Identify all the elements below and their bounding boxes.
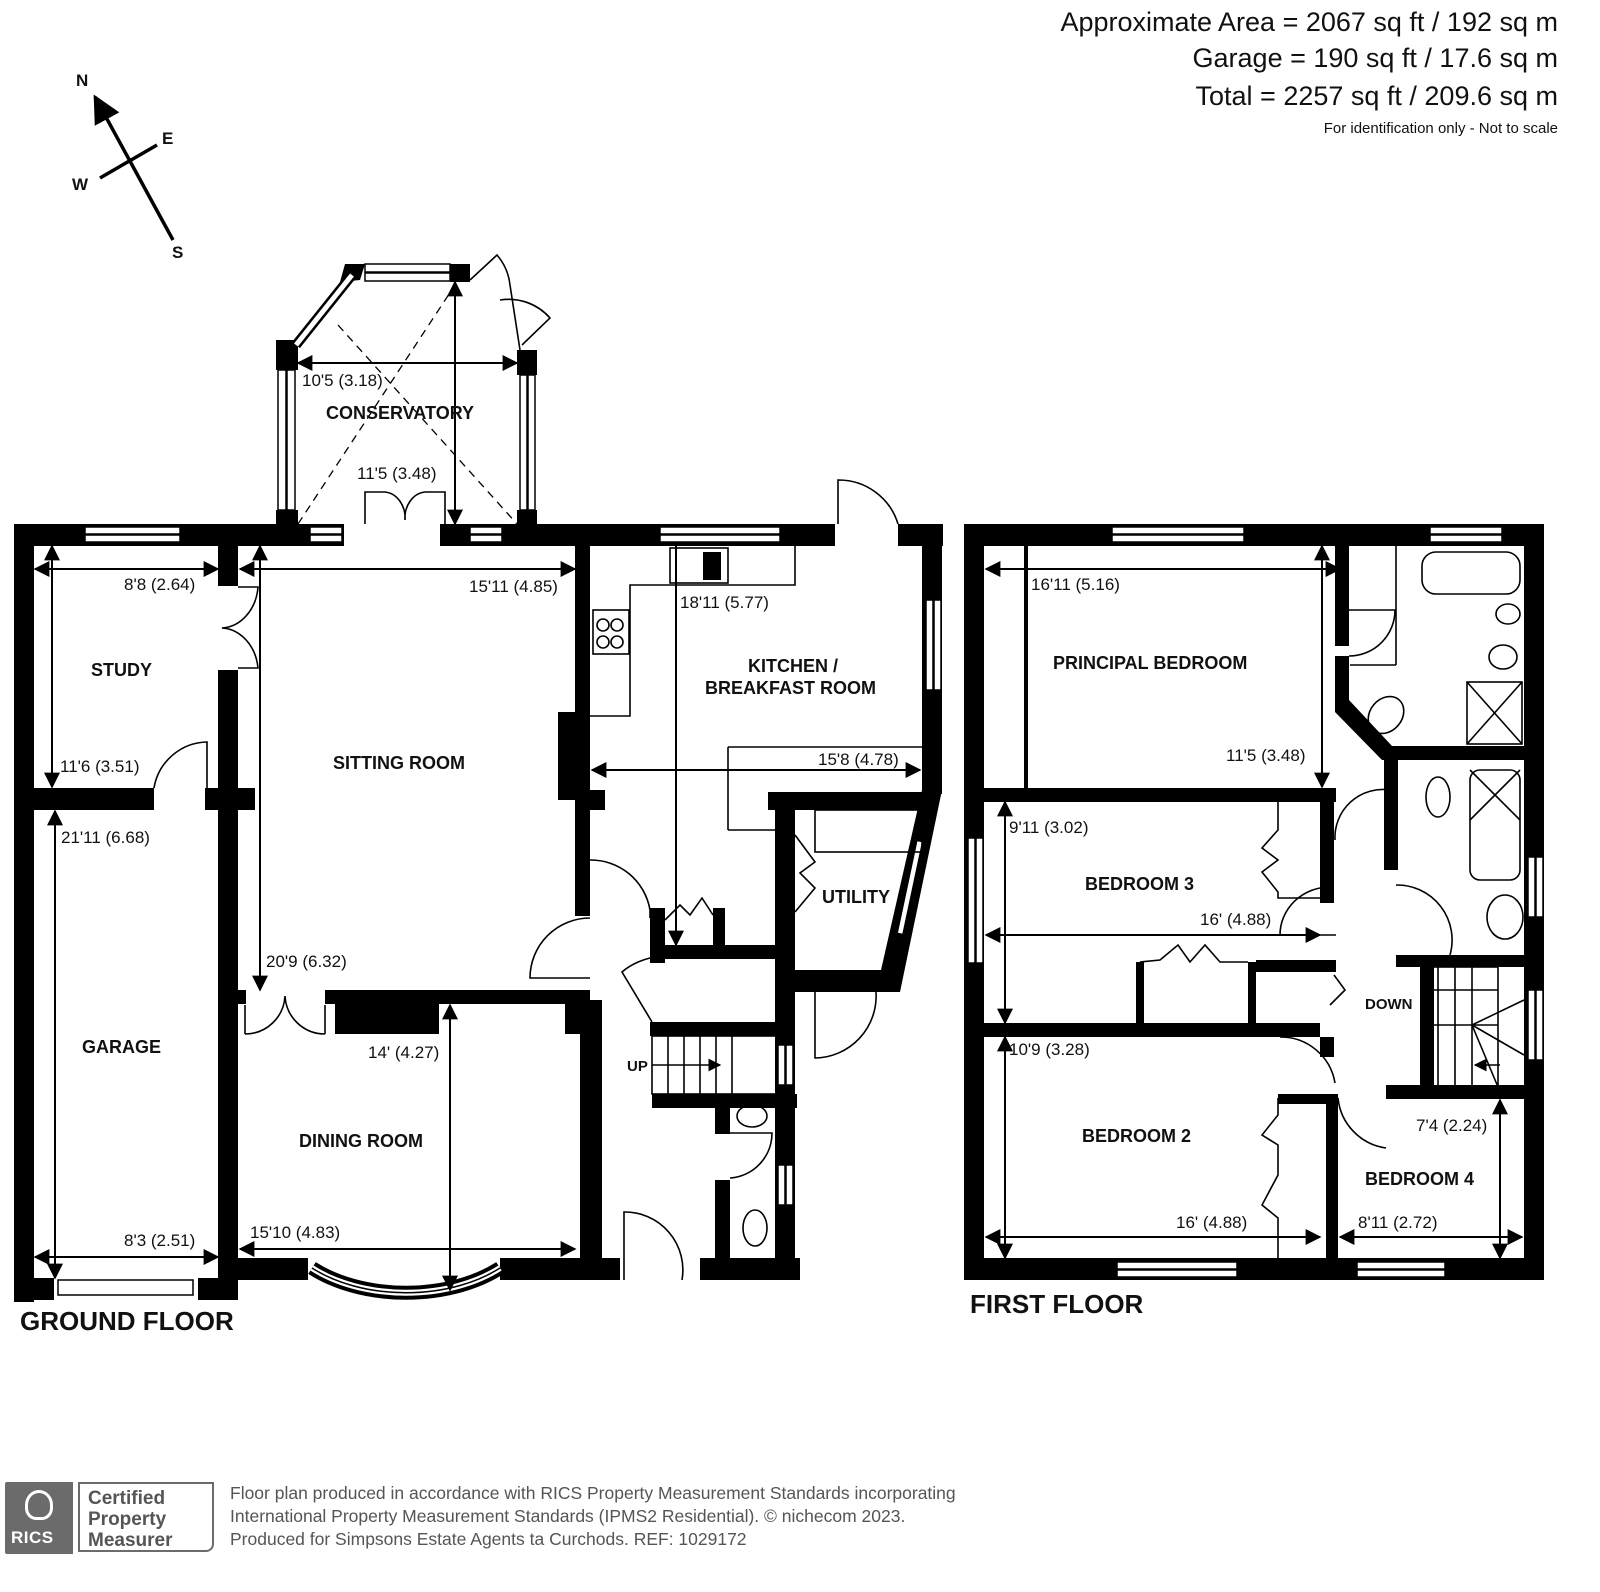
utility-label: UTILITY [822, 887, 890, 907]
garage-width: 8'3 (2.51) [124, 1231, 195, 1250]
cert-line1: Certified [88, 1488, 166, 1509]
stairs-down-label: DOWN [1365, 996, 1413, 1013]
area-summary: Approximate Area = 2067 sq ft / 192 sq m… [1060, 4, 1558, 137]
sitting-room-length: 20'9 (6.32) [266, 952, 347, 971]
first-floor-staircase [1421, 966, 1525, 1088]
ground-floor-plan: CONSERVATORY 10'5 (3.18) 11'5 (3.48) STU… [14, 253, 943, 1336]
kitchen-label-line2: BREAKFAST ROOM [705, 678, 876, 698]
stairs-up-label: UP [627, 1058, 648, 1075]
garage-area: Garage = 190 sq ft / 17.6 sq m [1192, 43, 1558, 73]
certified-property-measurer-badge: Certified Property Measurer [78, 1482, 214, 1552]
bedroom2-label: BEDROOM 2 [1082, 1126, 1191, 1146]
study-length: 11'6 (3.51) [60, 757, 139, 776]
footer-disclaimer: Floor plan produced in accordance with R… [230, 1482, 956, 1551]
principal-bedroom-label: PRINCIPAL BEDROOM [1053, 653, 1247, 673]
garage-label: GARAGE [82, 1037, 161, 1057]
footer-line1: Floor plan produced in accordance with R… [230, 1483, 956, 1503]
compass-rose-icon: N E W S [72, 71, 183, 262]
approximate-area: Approximate Area = 2067 sq ft / 192 sq m [1060, 7, 1558, 37]
bedroom4-length: 7'4 (2.24) [1416, 1116, 1487, 1135]
kitchen-width: 15'8 (4.78) [818, 750, 899, 769]
rics-logo: RICS [5, 1482, 73, 1554]
study-label: STUDY [91, 660, 152, 680]
footer: RICS Certified Property Measurer Floor p… [5, 1482, 956, 1554]
cert-line2: Property [88, 1509, 167, 1530]
total-area: Total = 2257 sq ft / 209.6 sq m [1195, 81, 1558, 111]
bedroom4-width: 8'11 (2.72) [1358, 1213, 1437, 1232]
dining-room-length: 14' (4.27) [368, 1043, 439, 1062]
scale-note: For identification only - Not to scale [1323, 120, 1558, 137]
sitting-room-label: SITTING ROOM [333, 753, 465, 773]
cert-line3: Measurer [88, 1530, 173, 1551]
lion-icon [25, 1490, 53, 1520]
compass-w: W [72, 175, 89, 194]
bedroom4-label: BEDROOM 4 [1365, 1169, 1474, 1189]
dining-room-width: 15'10 (4.83) [250, 1223, 340, 1242]
bedroom3-length: 9'11 (3.02) [1009, 818, 1088, 837]
conservatory-label: CONSERVATORY [326, 403, 474, 423]
garage-length: 21'11 (6.68) [61, 828, 150, 847]
sitting-room-width: 15'11 (4.85) [469, 577, 558, 596]
kitchen-label-line1: KITCHEN / [748, 656, 838, 676]
first-floor-title: FIRST FLOOR [970, 1289, 1144, 1319]
dining-room-label: DINING ROOM [299, 1131, 423, 1151]
conservatory-structure [276, 253, 552, 530]
bedroom2-length: 10'9 (3.28) [1009, 1040, 1090, 1059]
study-width: 8'8 (2.64) [124, 575, 195, 594]
ground-staircase [651, 1035, 781, 1095]
bedroom2-width: 16' (4.88) [1176, 1213, 1247, 1232]
principal-bedroom-width: 16'11 (5.16) [1031, 575, 1120, 594]
principal-bedroom-length: 11'5 (3.48) [1226, 746, 1305, 765]
footer-line2: International Property Measurement Stand… [230, 1506, 906, 1526]
bedroom3-width: 16' (4.88) [1200, 910, 1271, 929]
rics-logo-text: RICS [11, 1528, 54, 1547]
ground-floor-title: GROUND FLOOR [20, 1306, 234, 1336]
footer-line3: Produced for Simpsons Estate Agents ta C… [230, 1529, 747, 1549]
first-floor-plan: PRINCIPAL BEDROOM 16'11 (5.16) 11'5 (3.4… [964, 524, 1544, 1319]
bedroom3-label: BEDROOM 3 [1085, 874, 1194, 894]
compass-n: N [76, 71, 88, 90]
conservatory-width: 10'5 (3.18) [302, 371, 383, 390]
kitchen-length: 18'11 (5.77) [680, 593, 769, 612]
compass-e: E [162, 129, 173, 148]
floor-plan-drawing: N E W S [14, 71, 1544, 1336]
conservatory-length: 11'5 (3.48) [357, 464, 436, 483]
compass-s: S [172, 243, 183, 262]
